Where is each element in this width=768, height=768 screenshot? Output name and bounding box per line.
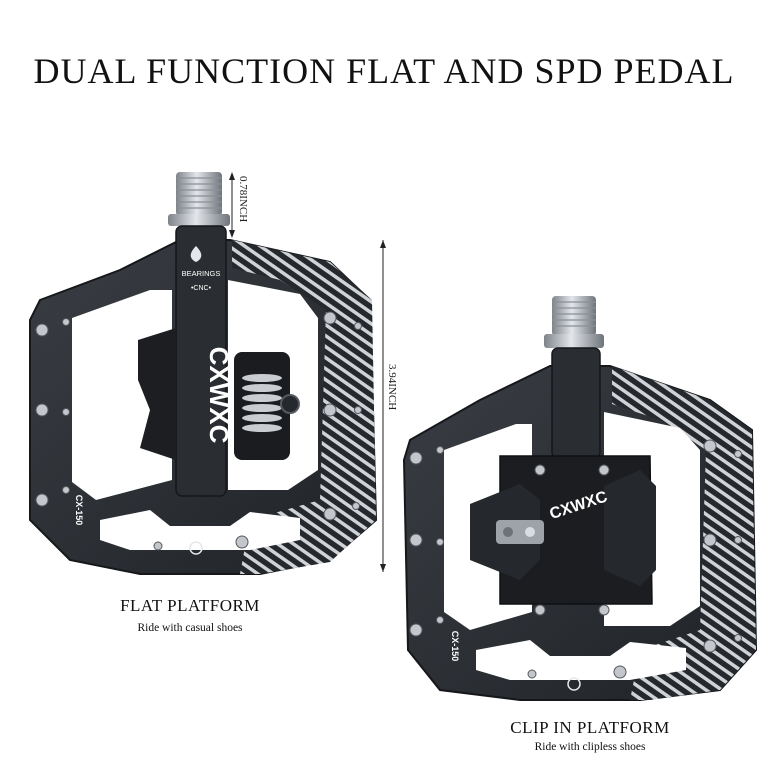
right-model-label: CX-150 xyxy=(450,631,460,662)
left-bearings-label: BEARINGS xyxy=(182,269,221,278)
dimension-height: 3.94INCH xyxy=(380,240,398,572)
dimension-axle: 0.78INCH xyxy=(229,172,249,238)
left-pedal: BEARINGS •CNC• CXWXC CX-150 xyxy=(29,172,378,575)
flat-platform-subtitle: Ride with casual shoes xyxy=(137,622,243,634)
right-axle xyxy=(544,296,604,348)
flat-platform-caption: FLAT PLATFORM Ride with casual shoes xyxy=(90,596,290,634)
clip-platform-heading: CLIP IN PLATFORM xyxy=(510,718,670,737)
flat-platform-heading: FLAT PLATFORM xyxy=(120,596,260,615)
left-model-label: CX-150 xyxy=(74,495,84,526)
axle-dimension-label: 0.78INCH xyxy=(237,176,249,222)
right-clip-mechanism xyxy=(470,455,656,605)
left-pins xyxy=(35,311,362,551)
left-cnc-label: •CNC• xyxy=(191,285,212,292)
clip-platform-caption: CLIP IN PLATFORM Ride with clipless shoe… xyxy=(470,718,710,753)
right-pins xyxy=(409,439,742,679)
right-pedal: CXWXC CX-150 xyxy=(402,296,758,701)
left-axle xyxy=(168,172,230,226)
height-dimension-label: 3.94INCH xyxy=(386,364,398,410)
page-title: DUAL FUNCTION FLAT AND SPD PEDAL xyxy=(33,51,735,91)
left-cleat-mechanism xyxy=(138,328,300,460)
left-brand-logo: CXWXC xyxy=(204,347,234,444)
clip-platform-subtitle: Ride with clipless shoes xyxy=(534,741,646,753)
